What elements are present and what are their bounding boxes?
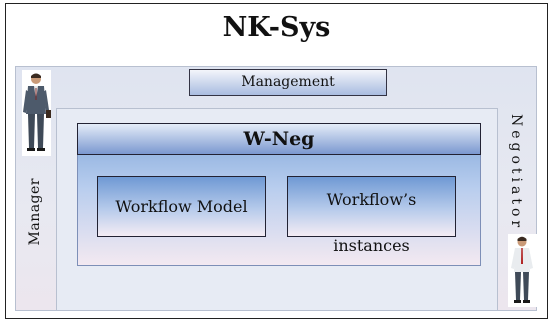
- wneg-header: W-Neg: [77, 123, 481, 155]
- negotiator-label: Negotiator: [508, 114, 524, 232]
- page-title: NK-Sys: [222, 12, 331, 43]
- workflow-instances-box: Workflow’s instances: [287, 176, 456, 255]
- businessman-figure-icon: [508, 234, 537, 307]
- businessman-figure-icon: [22, 70, 51, 156]
- workflow-model-box: Workflow Model: [97, 176, 266, 237]
- manager-label: Manager: [27, 178, 43, 246]
- management-box: Management: [189, 69, 387, 96]
